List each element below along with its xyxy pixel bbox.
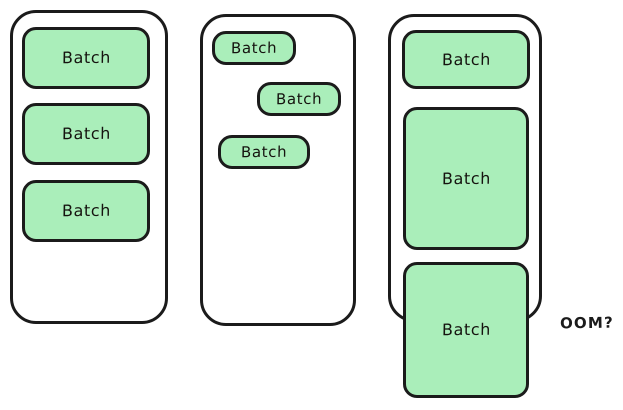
batch-box: Batch [218,135,310,169]
batch-label: Batch [441,168,491,188]
batch-label: Batch [275,89,323,108]
batch-box: Batch [22,103,150,165]
batch-box: Batch [212,31,296,65]
small-staggered-batches-container [200,14,356,326]
batch-label: Batch [61,47,111,68]
batch-label: Batch [441,319,491,340]
batch-box: Batch [257,82,341,116]
batch-label: Batch [230,38,278,57]
batch-label: Batch [240,142,288,161]
batch-box: Batch [22,180,150,242]
oom-annotation: OOM? [559,313,615,333]
batch-box: Batch [403,107,529,250]
batch-box: Batch [402,30,530,89]
batch-box: Batch [22,27,150,89]
batch-box: Batch [403,262,529,398]
batch-label: Batch [61,123,111,144]
batch-label: Batch [61,200,111,221]
batch-label: Batch [441,49,491,69]
